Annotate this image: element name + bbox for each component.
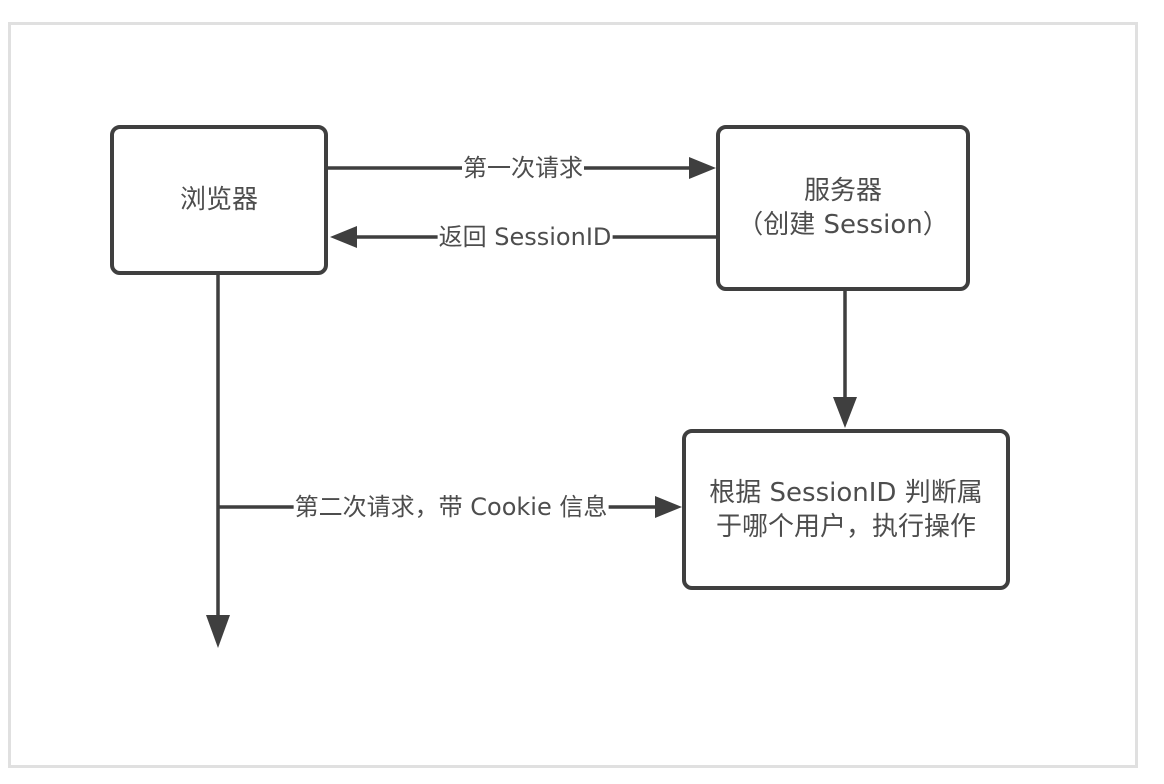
edge-browser-lifeline — [206, 275, 230, 648]
edge-label-first-request: 第一次请求 — [462, 153, 584, 183]
node-server: 服务器 （创建 Session） — [716, 125, 970, 291]
edge-label-second-request: 第二次请求，带 Cookie 信息 — [293, 492, 609, 522]
node-process-label-line1: 根据 SessionID 判断属 — [709, 477, 983, 508]
node-process-label-line2: 于哪个用户，执行操作 — [715, 511, 976, 542]
node-process: 根据 SessionID 判断属 于哪个用户，执行操作 — [682, 429, 1010, 590]
arrowhead-right-icon — [689, 157, 716, 179]
node-server-label-line2: （创建 Session） — [737, 210, 949, 240]
edge-server-to-process — [833, 291, 857, 428]
arrowhead-left-icon — [330, 226, 357, 248]
node-server-label-line1: 服务器 — [803, 176, 882, 206]
node-browser-label: 浏览器 — [179, 185, 258, 215]
arrowhead-right-icon — [655, 496, 682, 518]
node-browser: 浏览器 — [110, 125, 328, 275]
edge-label-return-sessionid: 返回 SessionID — [437, 222, 613, 252]
arrowhead-down-icon — [206, 615, 230, 648]
arrowhead-down-icon — [833, 397, 857, 428]
